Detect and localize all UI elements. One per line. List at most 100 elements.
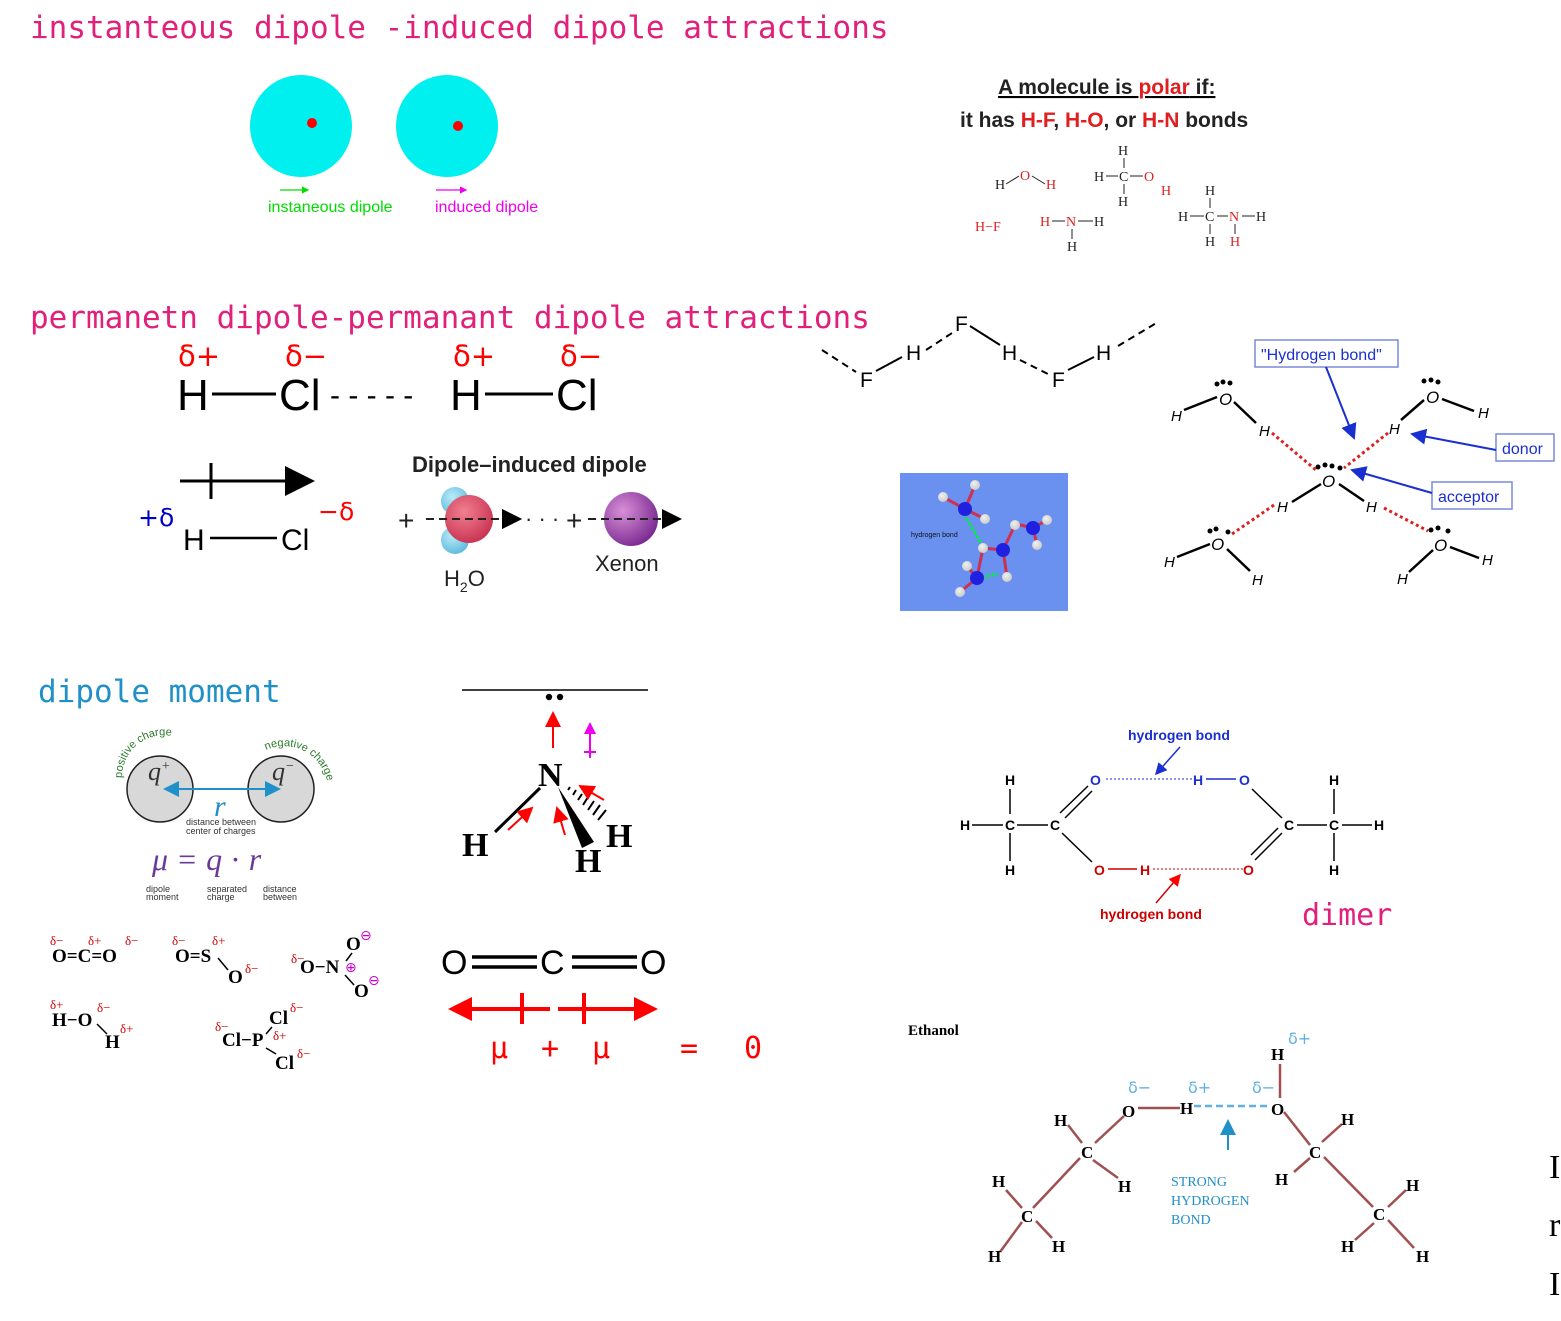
hcl2-cl: Cl <box>556 371 598 420</box>
water-h1: H <box>995 178 1005 193</box>
pcl3-dp: δ+ <box>273 1028 286 1043</box>
co2-formula: O=C=O <box>52 946 117 967</box>
ad-c-r1: C <box>1284 817 1294 833</box>
w3-o: O <box>1322 472 1335 491</box>
hcl2-delta-minus: δ− <box>560 339 602 373</box>
w3-h2: H <box>1366 499 1377 516</box>
hf-h2: H <box>1002 342 1017 365</box>
hcl1-h: H <box>177 371 209 420</box>
pcl3-cl-top: Cl <box>269 1008 288 1029</box>
w3-h1: H <box>1277 499 1288 516</box>
callout-hydrogen-bond-text: "Hydrogen bond" <box>1261 347 1382 364</box>
strong-label: STRONG <box>1171 1175 1227 1190</box>
h2o-label: H2O <box>444 566 485 595</box>
di-title: Dipole–induced dipole <box>412 452 647 477</box>
hcl-dimer: δ+ δ− δ+ δ− H Cl - - - - - H Cl <box>177 339 602 420</box>
mea-h-right: H <box>1256 210 1266 225</box>
eth-c3: C <box>1309 1143 1321 1162</box>
atom-circle-left <box>250 75 352 177</box>
di-dots: · · · <box>525 506 559 531</box>
nh3-h-bottom: H <box>1067 240 1077 255</box>
callout-donor <box>1495 433 1555 462</box>
so2-dm1: δ− <box>172 933 185 948</box>
eth-h2: H <box>992 1172 1005 1191</box>
hbond-bottom-label: hydrogen bond <box>1100 906 1202 922</box>
ethanol-title: Ethanol <box>908 1023 959 1039</box>
hydrogen-label: HYDROGEN <box>1171 1194 1250 1209</box>
mea-h-top: H <box>1205 184 1215 199</box>
w2-h2: H <box>1389 421 1400 438</box>
ad-o-l-top: O <box>1090 772 1101 788</box>
no3-plus: ⊕ <box>345 960 357 976</box>
w1-h2: H <box>1259 423 1270 440</box>
hcl1-cl: Cl <box>279 371 321 420</box>
hcl1-delta-plus: δ+ <box>178 339 220 373</box>
mea-h-bot2: H <box>1230 235 1240 250</box>
eth-dp2: δ+ <box>1288 1029 1311 1048</box>
ad-h-r-bottom: H <box>1329 862 1339 878</box>
nucleus-left <box>307 118 317 128</box>
nh3-n: N <box>1066 215 1076 230</box>
hf-f2: F <box>955 313 968 336</box>
hcl1-delta-minus: δ− <box>285 339 327 373</box>
dipole-moment-figure: positive charge negative charge q+ q− r … <box>113 726 336 902</box>
pcl3-a: Cl−P <box>222 1030 264 1051</box>
acid-dimer: hydrogen bond hydrogen bond dimer H H C … <box>960 727 1392 933</box>
callout-acceptor <box>1431 481 1513 510</box>
w5-h1: H <box>1482 552 1493 569</box>
hbond-top-label: hydrogen bond <box>1128 727 1230 743</box>
polar-title: A molecule is polar if: <box>998 76 1215 99</box>
w1-h1: H <box>1171 408 1182 425</box>
co2-o-right: O <box>640 944 666 982</box>
q-plus: q+ <box>148 757 170 786</box>
co2-mu1: μ <box>490 1031 508 1066</box>
w5-o: O <box>1434 536 1447 555</box>
eth-c1: C <box>1021 1207 1033 1226</box>
w2-o: O <box>1426 388 1439 407</box>
w2-h1: H <box>1478 405 1489 422</box>
water-small-a: H−O <box>52 1010 92 1031</box>
mea-h-left: H <box>1178 210 1188 225</box>
dipole-formula: μ=q·r <box>151 841 262 877</box>
hcl-vector: +δ −δ H Cl <box>138 463 354 557</box>
cap-charge: charge <box>207 892 235 902</box>
w4-h1: H <box>1164 554 1175 571</box>
callout-hydrogen-bond <box>1254 339 1399 368</box>
eth-h10: H <box>1416 1247 1429 1266</box>
co2-plus: + <box>541 1031 559 1066</box>
pcl3-dm3: δ− <box>297 1046 310 1061</box>
pcl3-dm2: δ− <box>290 1000 303 1015</box>
polar-rule: it has H-F, H-O, or H-N bonds <box>960 109 1248 132</box>
so2-b: O <box>228 967 243 988</box>
nh3-h-left: H <box>1040 215 1050 230</box>
w1-o: O <box>1219 390 1232 409</box>
ethanol-figure: Ethanol H H C H H C H O <box>908 1023 1429 1266</box>
eth-dm1: δ− <box>1128 1078 1151 1097</box>
w5-h2: H <box>1397 571 1408 588</box>
vec-cl: Cl <box>281 524 309 557</box>
edge-text-3: I <box>1549 1266 1560 1303</box>
co2-dp: δ+ <box>88 933 101 948</box>
cap-between: between <box>263 892 297 902</box>
meoh-c: C <box>1119 170 1128 185</box>
bond-label: BOND <box>1171 1213 1211 1228</box>
hf-f1: F <box>860 369 873 392</box>
instant-dipole-panel: instaneous dipole induced dipole <box>250 75 538 216</box>
heading-dipole-moment: dipole moment <box>38 674 281 710</box>
heading-instantaneous: instanteous dipole -induced dipole attra… <box>30 10 889 46</box>
eth-h5: H <box>1118 1177 1131 1196</box>
ad-h-l-top: H <box>1005 772 1015 788</box>
nh3-h-right: H <box>1094 215 1104 230</box>
eth-c4: C <box>1373 1205 1385 1224</box>
co2-dm1: δ− <box>50 933 63 948</box>
co2-vector-figure: O C O μ + μ = 0 <box>441 944 762 1066</box>
hf-h1: H <box>906 342 921 365</box>
cap-moment: moment <box>146 892 179 902</box>
clipped-edge-text: I r I <box>1549 1149 1561 1303</box>
dipole-induced-figure: Dipole–induced dipole + · · · + H2O Xeno… <box>398 452 682 595</box>
eth-o2: O <box>1271 1100 1284 1119</box>
edge-text-2: r <box>1549 1207 1561 1244</box>
w4-h2: H <box>1252 572 1263 589</box>
ad-h-r-oh: H <box>1193 772 1203 788</box>
